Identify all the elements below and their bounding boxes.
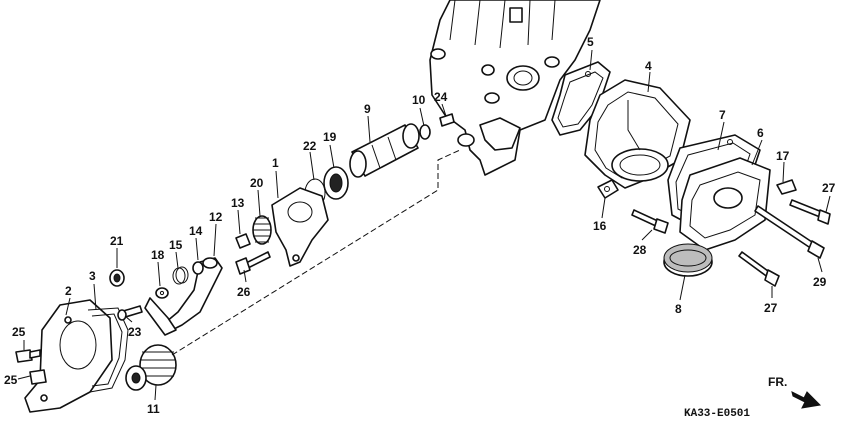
callout-29: 29 [813,275,827,289]
front-direction-label: FR. [768,375,787,389]
gasket-3 [87,307,129,393]
callout-19: 19 [323,130,337,144]
callout-13: 13 [231,196,245,210]
callout-1: 1 [272,156,279,170]
callout-16: 16 [593,219,607,233]
bolt-23 [117,305,143,321]
callout-24: 24 [434,90,448,104]
callout-12: 12 [209,210,223,224]
callout-22: 22 [303,139,317,153]
clip-13 [235,233,251,249]
bolt-28 [631,209,669,234]
callout-26: 26 [237,285,251,299]
washer-16 [597,179,619,199]
callout-25-upper: 25 [12,325,26,339]
callout-25-lower: 25 [4,373,18,387]
seal-ring-8 [663,243,713,277]
bolt-27-lower [738,251,780,287]
front-direction-indicator: FR. [768,375,822,409]
callout-5: 5 [587,35,594,49]
gear-11 [125,344,177,391]
washer-10 [419,124,431,140]
lever-12 [165,257,223,331]
callout-23: 23 [128,325,142,339]
callout-18: 18 [151,248,165,262]
housing-1 [271,187,329,267]
callout-3: 3 [89,269,96,283]
callout-21: 21 [110,234,124,248]
callout-28: 28 [633,243,647,257]
washer-14 [192,261,204,275]
callout-11: 11 [147,402,160,416]
callout-9: 9 [364,102,371,116]
callout-14: 14 [189,224,203,238]
callout-8: 8 [675,302,682,316]
callout-2: 2 [65,284,72,298]
bearing-19 [323,166,349,200]
bolt-29 [754,205,825,259]
callout-27-upper: 27 [822,181,836,195]
gasket-5 [551,61,611,136]
seal-21 [109,269,125,287]
diagram-code: KA33-E0501 [684,408,750,420]
bolt-24 [439,113,455,127]
callout-10: 10 [412,93,426,107]
bolt-25-lower [29,369,47,385]
bolt-26 [235,251,271,275]
callout-27-lower: 27 [764,301,778,315]
callout-15: 15 [169,238,183,252]
callout-6: 6 [757,126,764,140]
gear-20 [252,215,272,245]
callout-20: 20 [250,176,264,190]
callout-17: 17 [776,149,790,163]
shaft-9 [349,123,420,178]
leader-lines [17,49,831,401]
shaft-lever [144,297,177,336]
bolt-25-upper [15,349,41,363]
front-direction-arrow-icon [791,391,822,409]
clip-17 [776,179,797,195]
housing-6 [679,157,771,251]
assembly-axis-line [171,149,461,356]
cylinder-block [429,0,601,176]
callout-7: 7 [719,108,726,122]
callout-labels: 1 2 3 4 5 6 7 8 9 10 11 12 13 14 15 16 1… [4,35,836,416]
bolt-27-upper [789,199,831,225]
spring-15 [172,266,189,285]
washer-18 [155,287,169,299]
callout-4: 4 [645,59,652,73]
cover-4 [584,79,691,189]
